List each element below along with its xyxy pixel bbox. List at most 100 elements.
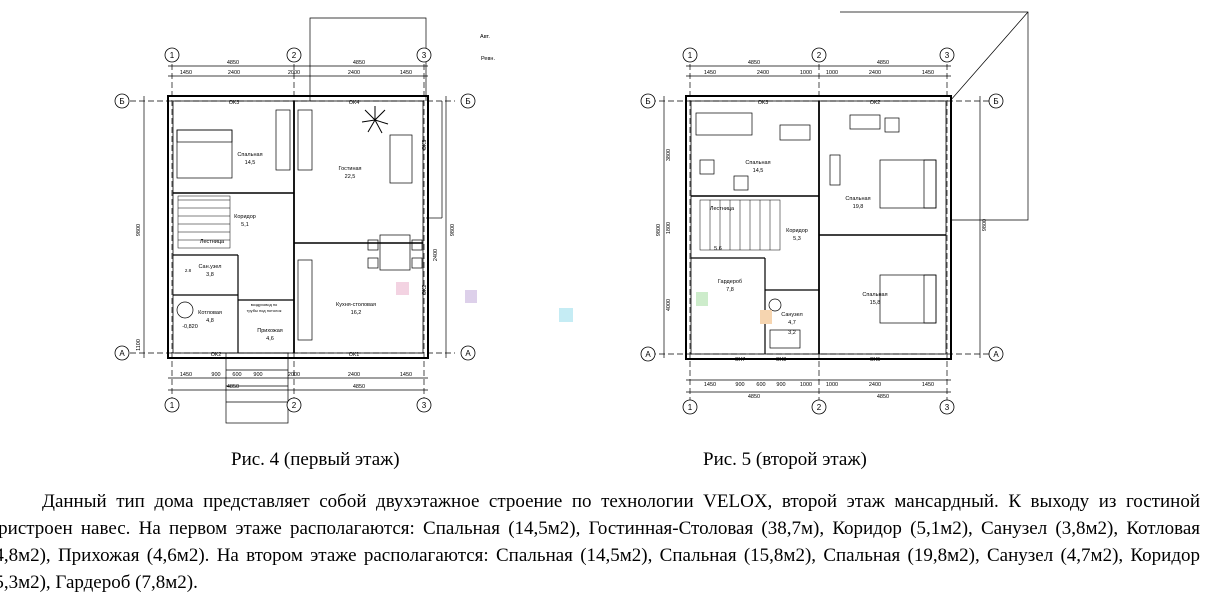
window-label: ОК2 xyxy=(422,285,428,296)
dim-bottom: 900 xyxy=(776,382,785,388)
axis-a-left: А xyxy=(119,349,125,358)
room-area: 7,8 xyxy=(726,287,734,293)
dim-bottom-total: 4850 xyxy=(748,394,760,400)
room-area: 4,8 xyxy=(206,318,214,324)
axis-3-bottom: 3 xyxy=(945,403,950,412)
window-label: ОК3 xyxy=(758,100,769,106)
floor-plan-2-drawing: 1 2 3 1 2 3 Б А Б А 4850 4850 1450 2400 … xyxy=(640,11,1029,415)
dim-side: 9800 xyxy=(450,224,456,236)
axis-2-bottom: 2 xyxy=(817,403,822,412)
dim-top: 2400 xyxy=(757,70,769,76)
room-name: Спальная xyxy=(845,196,870,202)
room-area: 14,5 xyxy=(753,168,764,174)
dim-bottom: 900 xyxy=(253,372,262,378)
axis-2-bottom: 2 xyxy=(292,401,297,410)
floor-plan-1: 1 2 3 1 2 3 Б А Б А 4850 4850 1450 2400 … xyxy=(110,0,510,440)
note: Ревн. xyxy=(481,56,495,62)
window-label: ОК2 xyxy=(211,352,222,358)
description-paragraph: Данный тип дома представляет собой двухэ… xyxy=(0,488,1200,596)
dim-bottom: 1450 xyxy=(704,382,716,388)
window-label: ОК7 xyxy=(735,357,746,363)
dim-side: 1100 xyxy=(136,339,142,351)
dim-bottom: 600 xyxy=(756,382,765,388)
room-name: Кухня-столовая xyxy=(336,302,376,308)
dim-bottom: 2400 xyxy=(348,372,360,378)
axis-3-bottom: 3 xyxy=(422,401,427,410)
room-name: Гардероб xyxy=(718,279,742,285)
room-area: 5,1 xyxy=(241,222,249,228)
dim-side: 1800 xyxy=(666,222,672,234)
axis-2-top: 2 xyxy=(292,51,297,60)
marker-green xyxy=(696,292,708,306)
axis-b-right: Б xyxy=(465,97,470,106)
dim-side: 9800 xyxy=(982,219,988,231)
room-area: 14,5 xyxy=(245,160,256,166)
dim-bottom: 1450 xyxy=(400,372,412,378)
window-label: ОК1 xyxy=(349,352,360,358)
dim-top: 2000 xyxy=(288,70,300,76)
axis-3-top: 3 xyxy=(945,51,950,60)
axis-b-left: Б xyxy=(645,97,650,106)
dim-top: 1450 xyxy=(400,70,412,76)
room-name: Спальная xyxy=(237,152,262,158)
window-label: ОК8 xyxy=(776,357,787,363)
axis-a-right: А xyxy=(465,349,471,358)
figure-caption-1: Рис. 4 (первый этаж) xyxy=(231,449,400,470)
dim-top: 1000 xyxy=(826,70,838,76)
dim-bottom-total: 4850 xyxy=(227,384,239,390)
description-text: Данный тип дома представляет собой двухэ… xyxy=(0,491,1200,593)
note: 3,2 xyxy=(788,330,796,336)
dim-bottom-total: 4850 xyxy=(877,394,889,400)
dim-bottom: 1450 xyxy=(180,372,192,378)
marker-pink xyxy=(396,282,409,295)
dim-side: 9800 xyxy=(656,224,662,236)
dim-top-total: 4850 xyxy=(353,60,365,66)
window-label: ОК5 xyxy=(870,357,881,363)
window-label: ОК4 xyxy=(349,100,360,106)
note: трубы под потолок xyxy=(247,308,282,313)
floor-plan-1-drawing: 1 2 3 1 2 3 Б А Б А 4850 4850 1450 2400 … xyxy=(114,17,495,424)
dim-side: 3800 xyxy=(666,149,672,161)
axis-a-right: А xyxy=(993,350,999,359)
room-name: Прихожая xyxy=(257,328,283,334)
marker-orange xyxy=(760,310,772,324)
dim-bottom: 1000 xyxy=(826,382,838,388)
axis-2-top: 2 xyxy=(817,51,822,60)
room-name: Гостиная xyxy=(338,166,361,172)
room-area: 4,6 xyxy=(266,336,274,342)
room-name: Котловая xyxy=(198,310,222,316)
figure-caption-2: Рис. 5 (второй этаж) xyxy=(703,449,867,470)
dim-side: 9800 xyxy=(136,224,142,236)
room-area: 4,7 xyxy=(788,320,796,326)
floor-plan-2: 1 2 3 1 2 3 Б А Б А 4850 4850 1450 2400 … xyxy=(630,0,1030,440)
axis-a-left: А xyxy=(645,350,651,359)
dim-top: 1450 xyxy=(922,70,934,76)
room-name: Коридор xyxy=(234,214,256,220)
dim-bottom-total: 4850 xyxy=(353,384,365,390)
room-name: Лестница xyxy=(200,239,225,245)
dim-top: 2400 xyxy=(348,70,360,76)
marker-lilac xyxy=(465,290,477,303)
dim-bottom: 1000 xyxy=(800,382,812,388)
room-area: 5,3 xyxy=(793,236,801,242)
room-area: 3,8 xyxy=(206,272,214,278)
room-name: Спальная xyxy=(862,292,887,298)
dim-bottom: 900 xyxy=(735,382,744,388)
axis-b-left: Б xyxy=(119,97,124,106)
dim-bottom: 900 xyxy=(211,372,220,378)
note: 5.6 xyxy=(714,246,722,252)
dim-top: 1450 xyxy=(704,70,716,76)
dim-top-total: 4850 xyxy=(227,60,239,66)
axis-1-bottom: 1 xyxy=(170,401,175,410)
axis-3-top: 3 xyxy=(422,51,427,60)
axis-1-top: 1 xyxy=(688,51,693,60)
window-label: ОК3 xyxy=(422,140,428,151)
dim-top: 1450 xyxy=(180,70,192,76)
axis-1-bottom: 1 xyxy=(688,403,693,412)
dim-top: 1000 xyxy=(800,70,812,76)
dim-top-total: 4850 xyxy=(877,60,889,66)
axis-1-top: 1 xyxy=(170,51,175,60)
marker-cyan xyxy=(559,308,573,322)
dim-top: 2400 xyxy=(228,70,240,76)
room-name: Санузел xyxy=(781,312,802,318)
